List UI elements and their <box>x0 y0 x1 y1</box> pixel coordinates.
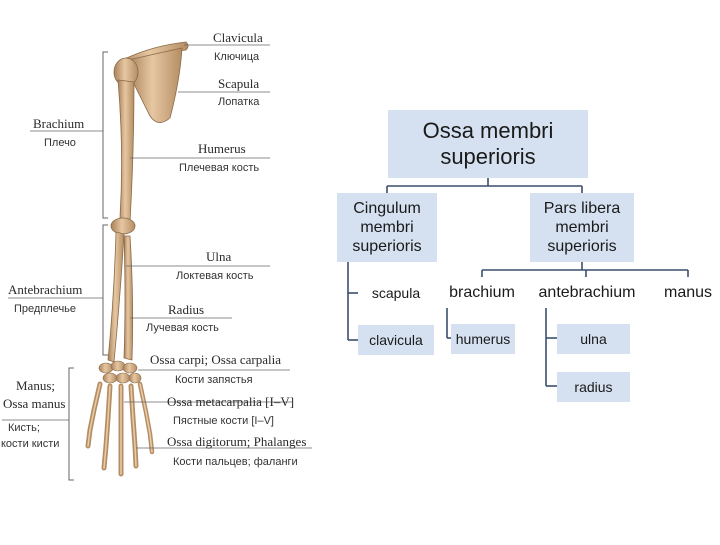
node-humerus: humerus <box>451 324 515 354</box>
label-manus-latin-1: Manus; <box>16 378 55 393</box>
node-pars-libera-line2: membri <box>555 219 609 236</box>
label-humerus-latin: Humerus <box>198 141 246 156</box>
node-cingulum-membri-superioris: Cingulum membri superioris <box>337 193 437 262</box>
node-radius: radius <box>557 372 630 402</box>
label-ossa-metacarpalia-latin: Ossa metacarpalia [I–V] <box>167 394 295 409</box>
label-ulna-russian: Локтевая кость <box>176 270 254 282</box>
label-ossa-digitorum-latin: Ossa digitorum; Phalanges <box>167 434 307 449</box>
node-root-line1: Ossa membri <box>422 118 554 143</box>
node-clavicula: clavicula <box>358 325 434 355</box>
leader-lines <box>2 44 312 449</box>
scapula-bone <box>127 47 183 123</box>
label-ossa-digitorum-russian: Кости пальцев; фаланги <box>173 456 298 468</box>
node-root-line2: superioris <box>440 144 536 169</box>
label-scapula-russian: Лопатка <box>218 96 260 108</box>
label-antebrachium-latin: Antebrachium <box>8 282 83 297</box>
node-pars-libera-line3: superioris <box>547 238 617 255</box>
label-clavicula-latin: Clavicula <box>213 30 263 45</box>
label-humerus-russian: Плечевая кость <box>179 162 260 174</box>
label-ulna-latin: Ulna <box>206 249 232 264</box>
arm-skeleton-drawing <box>2 41 312 481</box>
label-brachium-russian: Плечо <box>44 137 76 149</box>
node-pars-libera-membri-superioris: Pars libera membri superioris <box>530 193 634 262</box>
label-ossa-metacarpalia-russian: Пястные кости [I–V] <box>173 415 274 427</box>
node-cingulum-line2: membri <box>360 219 414 236</box>
node-scapula: scapula <box>358 278 434 308</box>
label-manus-russian-2: кости кисти <box>1 438 60 450</box>
label-clavicula-russian: Ключица <box>214 51 260 63</box>
label-brachium-latin: Brachium <box>33 116 85 131</box>
label-manus-russian-1: Кисть; <box>8 422 40 434</box>
label-ossa-carpi-latin: Ossa carpi; Ossa carpalia <box>150 352 282 367</box>
node-cingulum-line3: superioris <box>352 238 422 255</box>
label-antebrachium-russian: Предплечье <box>14 303 77 315</box>
arm-skeleton-illustration: Clavicula Ключица Scapula Лопатка Brachi… <box>0 0 330 540</box>
label-manus-latin-2: Ossa manus <box>3 396 66 411</box>
region-brackets <box>68 51 108 481</box>
node-pars-libera-line1: Pars libera <box>543 200 621 217</box>
node-cingulum-line1: Cingulum <box>353 200 421 217</box>
label-ossa-carpi-russian: Кости запястья <box>175 374 253 386</box>
label-radius-latin: Radius <box>168 302 205 317</box>
radius-bone <box>123 235 134 361</box>
node-antebrachium: antebrachium <box>532 278 642 308</box>
node-manus: manus <box>657 278 719 308</box>
node-ossa-membri-superioris: Ossa membri superioris <box>388 110 588 178</box>
carpal-bones <box>98 360 142 384</box>
node-brachium: brachium <box>440 278 524 308</box>
label-radius-russian: Лучевая кость <box>146 322 219 334</box>
label-scapula-latin: Scapula <box>218 76 260 91</box>
node-ulna: ulna <box>557 324 630 354</box>
